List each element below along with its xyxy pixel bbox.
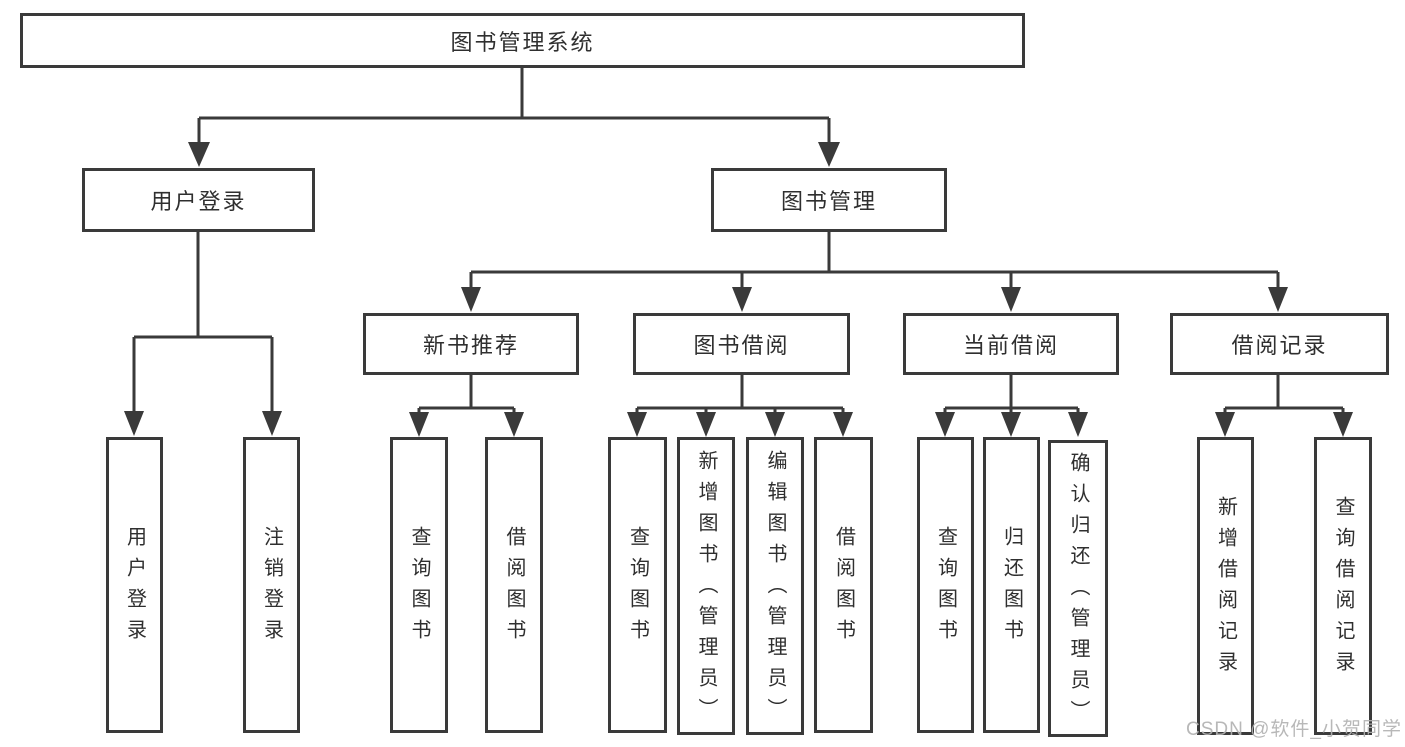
node-user-login-branch: 用户登录 xyxy=(82,168,315,232)
node-logout-leaf: 注销登录 xyxy=(243,437,300,733)
node-book-borrowing: 图书借阅 xyxy=(633,313,850,375)
node-query-borrow-record: 查询借阅记录 xyxy=(1314,437,1372,735)
node-confirm-return-admin: 确认归还（管理员） xyxy=(1048,440,1108,737)
node-query-books-borrowing: 查询图书 xyxy=(608,437,667,733)
csdn-watermark: CSDN @软件_小贺同学 xyxy=(1186,719,1402,740)
node-borrow-books-leaf: 借阅图书 xyxy=(814,437,873,733)
node-return-books: 归还图书 xyxy=(983,437,1040,733)
node-library-system: 图书管理系统 xyxy=(20,13,1025,68)
node-add-borrow-record: 新增借阅记录 xyxy=(1197,437,1254,735)
node-borrowing-records: 借阅记录 xyxy=(1170,313,1389,375)
node-edit-books-admin: 编辑图书（管理员） xyxy=(746,437,804,735)
node-query-books-recommend: 查询图书 xyxy=(390,437,448,733)
node-borrow-books-recommend: 借阅图书 xyxy=(485,437,543,733)
node-new-book-recommendation: 新书推荐 xyxy=(363,313,579,375)
node-add-books-admin: 新增图书（管理员） xyxy=(677,437,735,735)
node-user-login-leaf: 用户登录 xyxy=(106,437,163,733)
node-query-books-current: 查询图书 xyxy=(917,437,974,733)
node-current-borrowing: 当前借阅 xyxy=(903,313,1119,375)
node-book-management-branch: 图书管理 xyxy=(711,168,947,232)
